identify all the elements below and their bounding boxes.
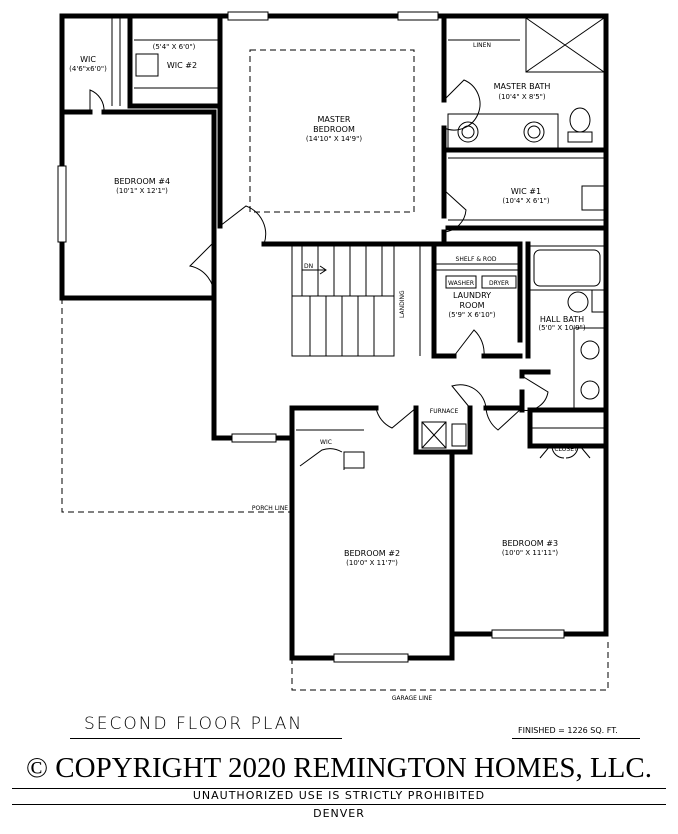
plan-title: SECOND FLOOR PLAN bbox=[84, 714, 304, 734]
laundry-name-1: LAUNDRY bbox=[453, 291, 491, 300]
wic1-dim: (10'4" X 6'1") bbox=[502, 197, 550, 205]
bedroom3-name: BEDROOM #3 bbox=[502, 539, 558, 548]
master-bath-name: MASTER BATH bbox=[494, 82, 551, 91]
master-bedroom-name-2: BEDROOM bbox=[313, 125, 355, 134]
garage-line-label: GARAGE LINE bbox=[392, 695, 433, 702]
bedroom3-dim: (10'0" X 11'11") bbox=[502, 549, 558, 557]
window-top-left bbox=[227, 11, 269, 21]
hall-bath-fixtures bbox=[529, 245, 607, 409]
porch-line-label: PORCH LINE bbox=[252, 505, 288, 512]
bedroom2-dim: (10'0" X 11'7") bbox=[346, 559, 398, 567]
wic1-name: WIC #1 bbox=[511, 187, 541, 196]
washer-label: WASHER bbox=[448, 280, 474, 287]
bottom-divider bbox=[12, 804, 666, 805]
plan-title-underline bbox=[70, 738, 342, 739]
wic-small-label: WIC bbox=[320, 439, 332, 446]
master-bedroom-dim: (14'10" X 14'9") bbox=[306, 135, 362, 143]
window-bedroom3 bbox=[491, 629, 565, 639]
hall-bath-name: HALL BATH bbox=[540, 315, 584, 324]
landing-label: LANDING bbox=[399, 290, 406, 318]
furnace-label: FURNACE bbox=[430, 408, 459, 415]
window-porch bbox=[231, 433, 277, 443]
laundry-dim: (5'9" X 6'10") bbox=[448, 311, 496, 319]
bedroom4-dim: (10'1" X 12'1") bbox=[116, 187, 168, 195]
staircase bbox=[291, 243, 421, 357]
master-bedroom-name-1: MASTER bbox=[318, 115, 351, 124]
unauthorized-notice: UNAUTHORIZED USE IS STRICTLY PROHIBITED bbox=[192, 789, 486, 802]
window-top-right bbox=[397, 11, 439, 21]
floor-plan: WIC (4'6"x6'0") (5'4" X 6'0") WIC #2 MAS… bbox=[57, 11, 609, 702]
finished-underline bbox=[512, 738, 640, 739]
wic2-dim: (5'4" X 6'0") bbox=[153, 43, 196, 51]
closet-shelves bbox=[111, 16, 607, 469]
master-bath-fixtures bbox=[447, 17, 605, 149]
master-ceiling-outline bbox=[249, 49, 415, 213]
closet-label: CLOSET bbox=[554, 446, 578, 453]
porch-outline bbox=[61, 298, 292, 513]
bedroom2-name: BEDROOM #2 bbox=[344, 549, 400, 558]
laundry-name-2: ROOM bbox=[459, 301, 484, 310]
bedroom4-name: BEDROOM #4 bbox=[114, 177, 170, 186]
master-bath-dim: (10'4" X 8'5") bbox=[498, 93, 546, 101]
garage-outline bbox=[291, 638, 609, 691]
doors bbox=[89, 79, 591, 470]
linen-label: LINEN bbox=[473, 42, 491, 49]
hall-bath-dim: (5'0" X 10'9") bbox=[538, 324, 586, 332]
interior-walls bbox=[59, 13, 609, 637]
wic-left-dim: (4'6"x6'0") bbox=[69, 65, 107, 73]
copyright-notice: © COPYRIGHT 2020 REMINGTON HOMES, LLC. bbox=[26, 752, 652, 784]
dn-label: DN bbox=[304, 263, 313, 270]
shelf-rod-label: SHELF & ROD bbox=[456, 256, 497, 263]
window-bedroom2 bbox=[333, 653, 409, 663]
copyright-divider bbox=[12, 788, 666, 789]
window-left bbox=[57, 165, 67, 243]
wic2-name: WIC #2 bbox=[167, 61, 197, 70]
plan-name: DENVER bbox=[313, 807, 365, 820]
dryer-label: DRYER bbox=[489, 280, 509, 287]
wic-left-name: WIC bbox=[80, 55, 96, 64]
finished-area: FINISHED = 1226 SQ. FT. bbox=[518, 726, 618, 735]
furnace-unit bbox=[421, 421, 467, 449]
